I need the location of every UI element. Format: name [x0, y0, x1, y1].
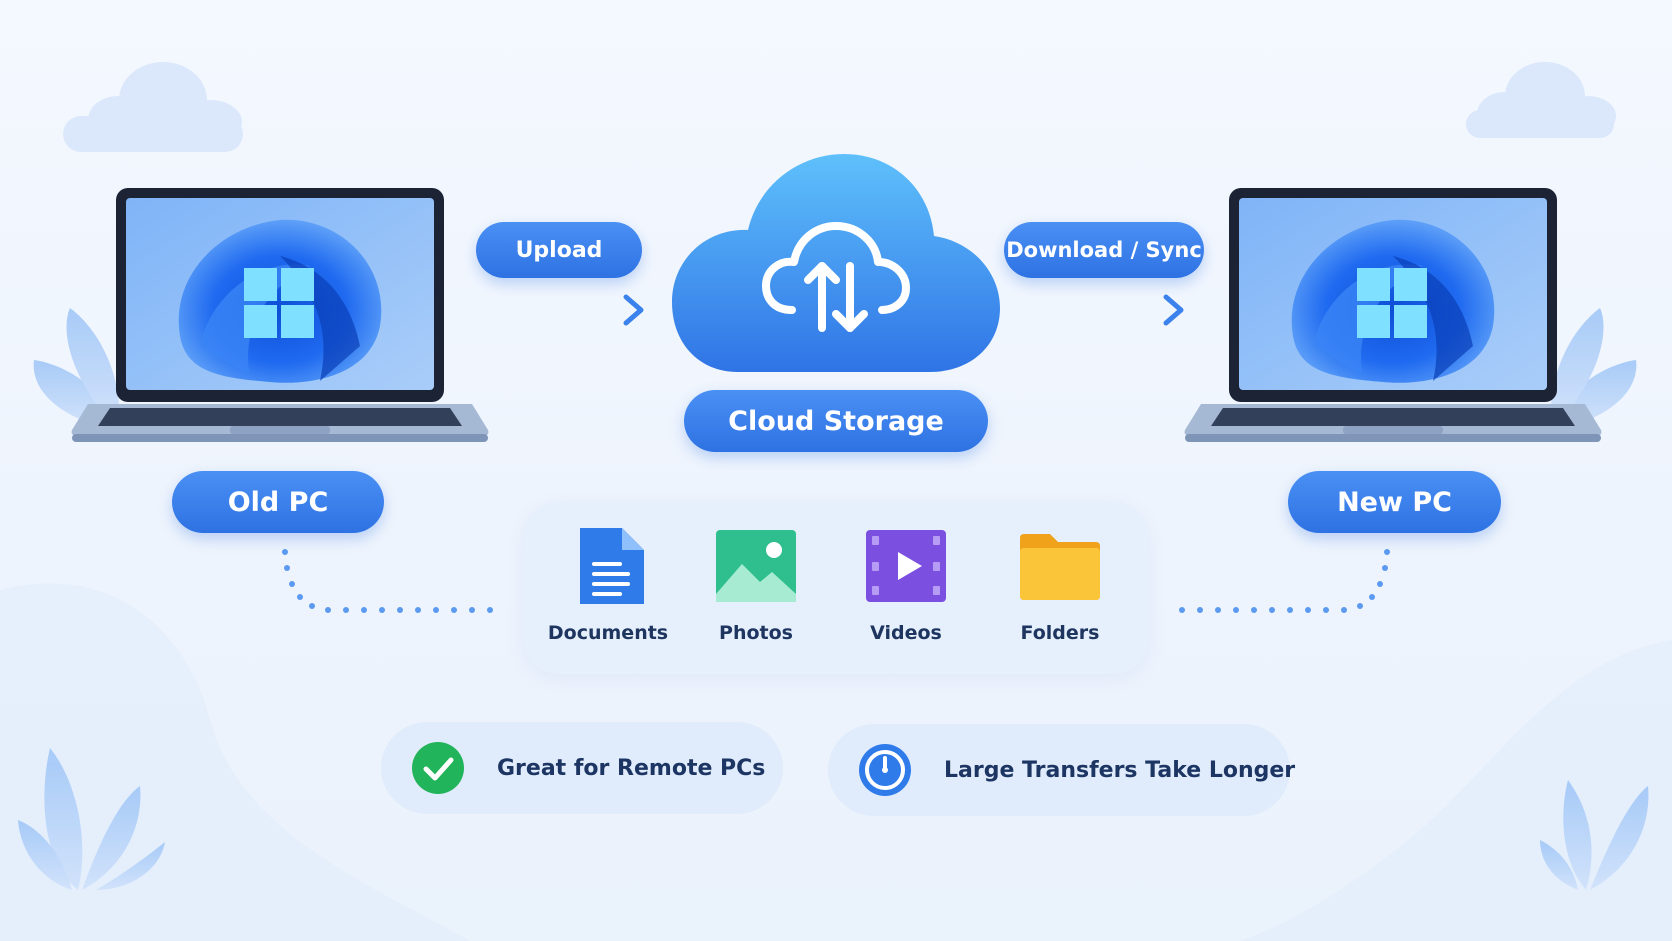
video-icon [866, 530, 946, 602]
photo-icon [716, 530, 796, 602]
file-type-label: Documents [547, 622, 669, 644]
cloud-sync-icon [762, 222, 910, 332]
clock-icon [859, 744, 911, 796]
feature-label: Large Transfers Take Longer [944, 757, 1296, 783]
new-pc-label: New PC [1288, 471, 1501, 533]
file-type-label: Videos [870, 622, 942, 644]
file-type-label: Folders [1020, 622, 1100, 644]
file-type-folders: Folders [995, 524, 1125, 644]
file-type-label: Photos [719, 622, 793, 644]
file-type-photos: Photos [691, 524, 821, 644]
dotted-connector-left [282, 549, 493, 613]
dotted-connector-right [1179, 549, 1390, 613]
document-icon [580, 528, 644, 604]
feature-label: Great for Remote PCs [497, 755, 766, 781]
old-pc-label: Old PC [172, 471, 384, 533]
old-pc-laptop-icon [71, 188, 489, 442]
upload-label: Upload [476, 222, 642, 278]
new-pc-laptop-icon [1184, 188, 1602, 442]
file-type-videos: Videos [841, 524, 971, 644]
download-arrow [1022, 294, 1184, 326]
file-types-panel: Documents Photos Videos Folders [524, 502, 1148, 674]
download-sync-label: Download / Sync [1004, 222, 1204, 278]
upload-arrow [483, 294, 644, 326]
feature-remote-pcs: Great for Remote PCs [381, 722, 783, 814]
cloud-decoration-right [1466, 62, 1616, 138]
feature-large-transfers: Large Transfers Take Longer [828, 724, 1295, 816]
check-circle-icon [412, 742, 464, 794]
cloud-decoration-left [63, 62, 243, 152]
cloud-storage-label: Cloud Storage [684, 390, 988, 452]
file-type-documents: Documents [543, 524, 673, 644]
folder-icon [1020, 534, 1100, 600]
cloud-storage-icon [672, 154, 1000, 372]
